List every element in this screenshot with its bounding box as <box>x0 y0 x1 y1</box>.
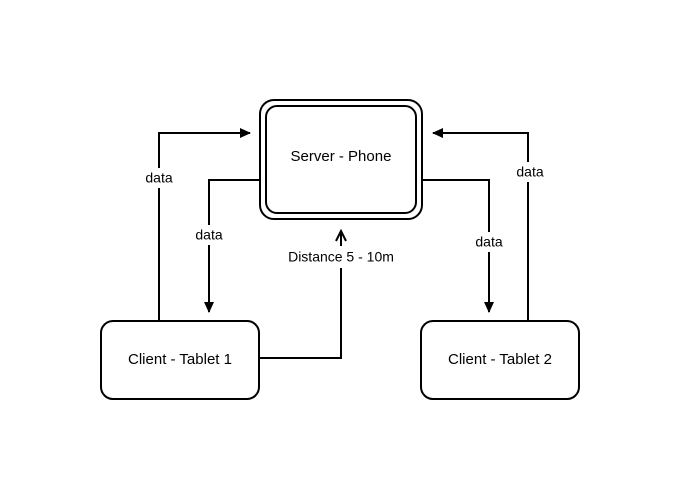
server-phone-label: Server - Phone <box>291 148 392 165</box>
edge-server-to-tablet1-line <box>204 179 259 313</box>
node-client-tablet-1[interactable]: Client - Tablet 1 <box>100 320 260 400</box>
edge-label-tablet2-to-server-bg <box>507 162 553 182</box>
node-client-tablet-2[interactable]: Client - Tablet 2 <box>420 320 580 400</box>
edge-distance-link <box>260 228 347 359</box>
client-tablet-2-border <box>420 320 580 400</box>
edge-server-to-tablet1 <box>204 179 259 313</box>
edge-label-server-to-tablet1: data <box>186 225 232 245</box>
edge-label-distance: Distance 5 - 10m <box>266 246 416 268</box>
edge-label-distance-text: Distance 5 - 10m <box>288 249 394 265</box>
edge-label-tablet2-to-server: data <box>507 162 553 182</box>
edge-label-server-to-tablet2-text: data <box>475 234 502 250</box>
edge-tablet1-to-server-line <box>158 128 251 320</box>
client-tablet-2-label: Client - Tablet 2 <box>448 351 552 368</box>
edge-server-to-tablet2-line <box>423 179 494 313</box>
edge-label-server-to-tablet1-bg <box>186 225 232 245</box>
client-tablet-1-label: Client - Tablet 1 <box>128 351 232 368</box>
edge-label-server-to-tablet2-bg <box>466 232 512 252</box>
edge-label-server-to-tablet2: data <box>466 232 512 252</box>
edge-label-tablet1-to-server-bg <box>136 168 182 188</box>
client-tablet-1-border <box>100 320 260 400</box>
server-phone-inner-border <box>265 105 417 214</box>
edge-server-to-tablet2 <box>423 179 494 313</box>
node-server-phone[interactable]: Server - Phone <box>259 99 423 220</box>
edge-label-tablet2-to-server-text: data <box>516 164 543 180</box>
edge-label-server-to-tablet1-text: data <box>195 227 222 243</box>
edge-tablet1-to-server <box>158 128 251 320</box>
edge-label-tablet1-to-server: data <box>136 168 182 188</box>
edge-label-tablet1-to-server-text: data <box>145 170 172 186</box>
edge-distance-link-line <box>260 228 347 359</box>
edge-tablet2-to-server <box>432 128 529 320</box>
edge-tablet2-to-server-line <box>432 128 529 320</box>
edge-label-distance-bg <box>266 246 416 268</box>
